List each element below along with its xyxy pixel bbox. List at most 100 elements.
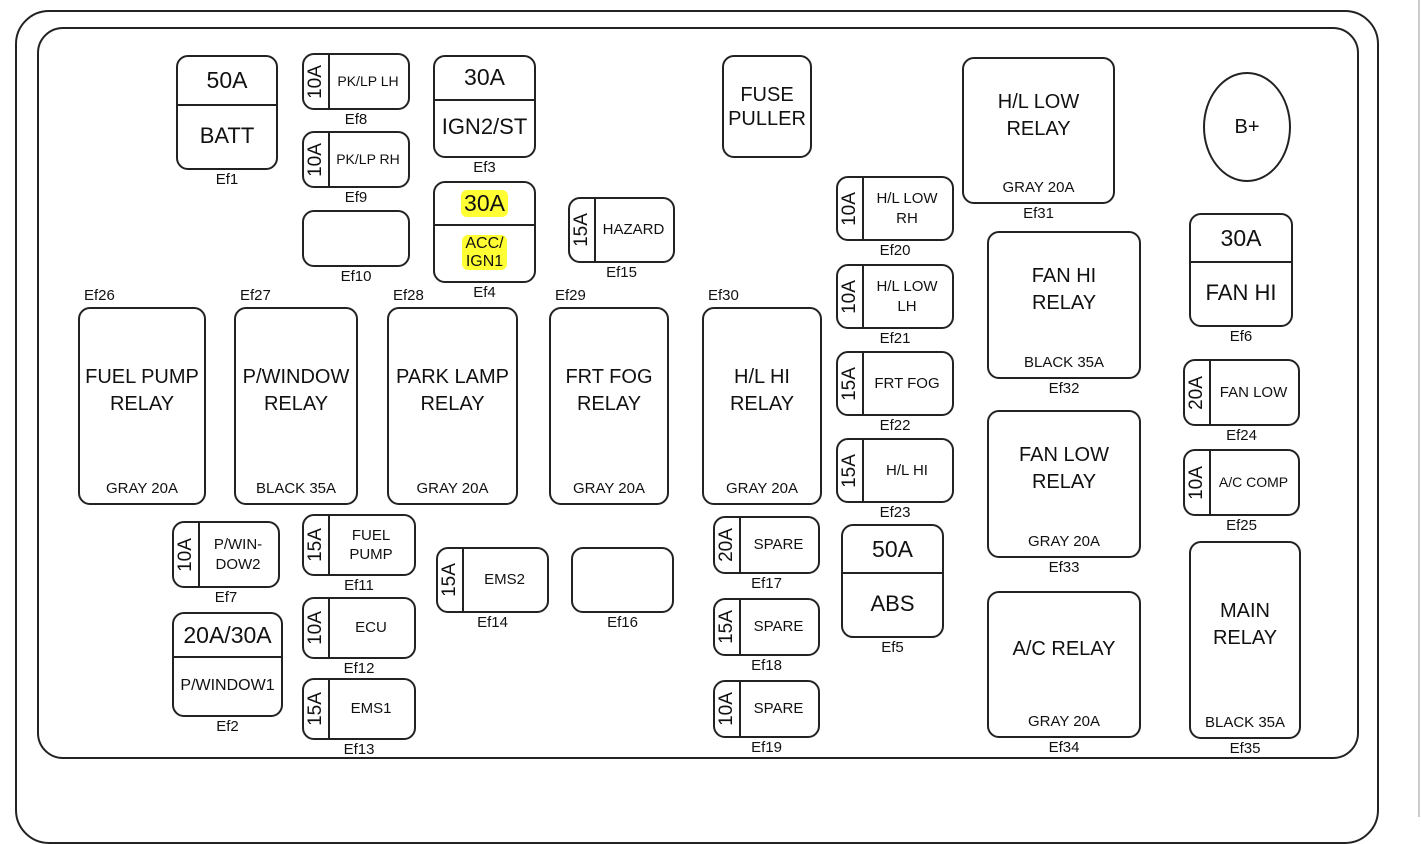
relay-name: FUEL PUMP RELAY xyxy=(85,366,199,415)
relay-spec: GRAY 20A xyxy=(1002,179,1075,196)
fuse-circuit-name: H/L LOW LH xyxy=(876,278,938,315)
fuse-circuit-name: A/C COMP xyxy=(1218,474,1289,491)
relay-name: H/L HI RELAY xyxy=(729,366,795,415)
fuse-circuit-text: P/WINDOW1 xyxy=(180,676,275,694)
relay-ef31: H/L LOW RELAY GRAY 20A xyxy=(962,57,1115,204)
fuse-ef4: 30A ACC/ IGN1 xyxy=(433,181,536,283)
fuse-position-label: Ef35 xyxy=(1229,740,1261,757)
relay-name: FAN LOW RELAY xyxy=(1018,444,1109,493)
fuse-amperage: 15A xyxy=(304,516,330,574)
fuse-circuit-name: ECU xyxy=(355,619,387,637)
fuse-circuit-name: FRT FOG xyxy=(874,374,940,392)
fuse-amperage: 15A xyxy=(838,353,864,414)
fuse-amperage-text: 30A xyxy=(464,64,505,91)
fuse-position-label: Ef4 xyxy=(473,284,496,301)
relay-spec: GRAY 20A xyxy=(1028,533,1100,550)
fuse-position-label: Ef10 xyxy=(340,268,372,285)
fuse-box-inner-frame xyxy=(37,27,1359,759)
fuse-position-label: Ef9 xyxy=(344,189,368,206)
fuse-ef2: 20A/30A P/WINDOW1 xyxy=(172,612,283,717)
fuse-amperage-text: 15A xyxy=(839,366,860,401)
fuse-amperage-text: 20A xyxy=(1186,375,1207,410)
fuse-amperage-text: 30A xyxy=(1220,224,1262,251)
relay-name: P/WINDOW RELAY xyxy=(242,366,350,415)
fuse-position-label: Ef15 xyxy=(606,264,637,281)
fuse-position-label: Ef3 xyxy=(473,159,496,176)
fuse-amperage-text: 10A xyxy=(305,142,326,177)
relay-spec: BLACK 35A xyxy=(1023,354,1105,371)
fuse-ef16 xyxy=(571,547,674,613)
relay-spec: BLACK 35A xyxy=(255,480,337,497)
fuse-position-label: Ef6 xyxy=(1229,328,1253,345)
fuse-circuit-name: ACC/ IGN1 xyxy=(435,224,534,281)
fuse-amperage: 30A xyxy=(435,57,534,101)
fuse-position-label: Ef28 xyxy=(393,287,424,304)
relay-name: PARK LAMP RELAY xyxy=(396,366,509,415)
fuse-ef8: 10A PK/LP LH xyxy=(302,53,410,110)
fuse-circuit-name: PK/LP LH xyxy=(337,73,399,90)
fuse-amperage: 30A xyxy=(435,183,534,227)
fuse-amperage-text: 30A xyxy=(461,190,508,218)
fuse-circuit-name: BATT xyxy=(178,104,276,168)
fuse-position-label: Ef13 xyxy=(343,741,375,758)
fuse-amperage: 30A xyxy=(1191,215,1291,264)
fuse-amperage-text: 15A xyxy=(571,213,592,247)
fuse-amperage: 15A xyxy=(438,549,464,611)
fuse-position-label: Ef18 xyxy=(751,657,782,674)
fuse-circuit-name: SPARE xyxy=(753,536,804,554)
fuse-amperage: 15A xyxy=(838,440,864,501)
fuse-position-label: Ef2 xyxy=(216,718,239,735)
fuse-ef1: 50A BATT xyxy=(176,55,278,170)
fuse-amperage: 10A xyxy=(1185,451,1211,514)
fuse-ef6: 30A FAN HI xyxy=(1189,213,1293,327)
fuse-ef25: 10A A/C COMP xyxy=(1183,449,1300,516)
fuse-ef23: 15A H/L HI xyxy=(836,438,954,503)
fuse-circuit-text: FAN HI xyxy=(1205,280,1277,305)
fuse-circuit-text: IGN2/ST xyxy=(441,114,528,140)
fuse-puller: FUSE PULLER xyxy=(722,55,812,158)
fuse-amperage-text: 15A xyxy=(305,692,326,726)
fuse-circuit-name: P/WIN- DOW2 xyxy=(213,536,263,573)
fuse-circuit-name: EMS1 xyxy=(350,700,392,718)
relay-name: FAN HI RELAY xyxy=(1031,265,1097,314)
battery-terminal: B+ xyxy=(1203,72,1291,182)
fuse-amperage-text: 20A/30A xyxy=(183,621,272,648)
fuse-amperage: 50A xyxy=(178,57,276,106)
fuse-circuit-name: PK/LP RH xyxy=(336,151,400,168)
fuse-circuit-name: H/L HI xyxy=(886,461,928,479)
fuse-position-label: Ef20 xyxy=(879,242,911,259)
fuse-position-label: Ef19 xyxy=(751,739,782,756)
page-edge xyxy=(1418,0,1420,817)
fuse-position-label: Ef16 xyxy=(607,614,638,631)
fuse-circuit-text: ACC/ IGN1 xyxy=(462,234,507,271)
fuse-amperage-text: 10A xyxy=(839,191,860,226)
fuse-amperage-text: 10A xyxy=(716,692,737,726)
relay-name: H/L LOW RELAY xyxy=(997,90,1080,140)
fuse-position-label: Ef22 xyxy=(879,417,911,434)
relay-spec: GRAY 20A xyxy=(573,480,645,497)
relay-ef33: FAN LOW RELAY GRAY 20A xyxy=(987,410,1141,558)
fuse-amperage: 20A/30A xyxy=(174,614,281,659)
fuse-position-label: Ef14 xyxy=(477,614,508,631)
fuse-amperage-text: 10A xyxy=(305,611,326,645)
fuse-circuit-name: SPARE xyxy=(753,618,804,636)
fuse-position-label: Ef25 xyxy=(1226,517,1257,534)
fuse-amperage: 15A xyxy=(304,680,330,738)
fuse-circuit-text: BATT xyxy=(199,122,255,148)
fuse-amperage-text: 50A xyxy=(206,66,248,93)
relay-spec: BLACK 35A xyxy=(1204,714,1286,731)
fuse-amperage-text: 10A xyxy=(305,64,326,99)
fuse-ef13: 15A EMS1 xyxy=(302,678,416,740)
